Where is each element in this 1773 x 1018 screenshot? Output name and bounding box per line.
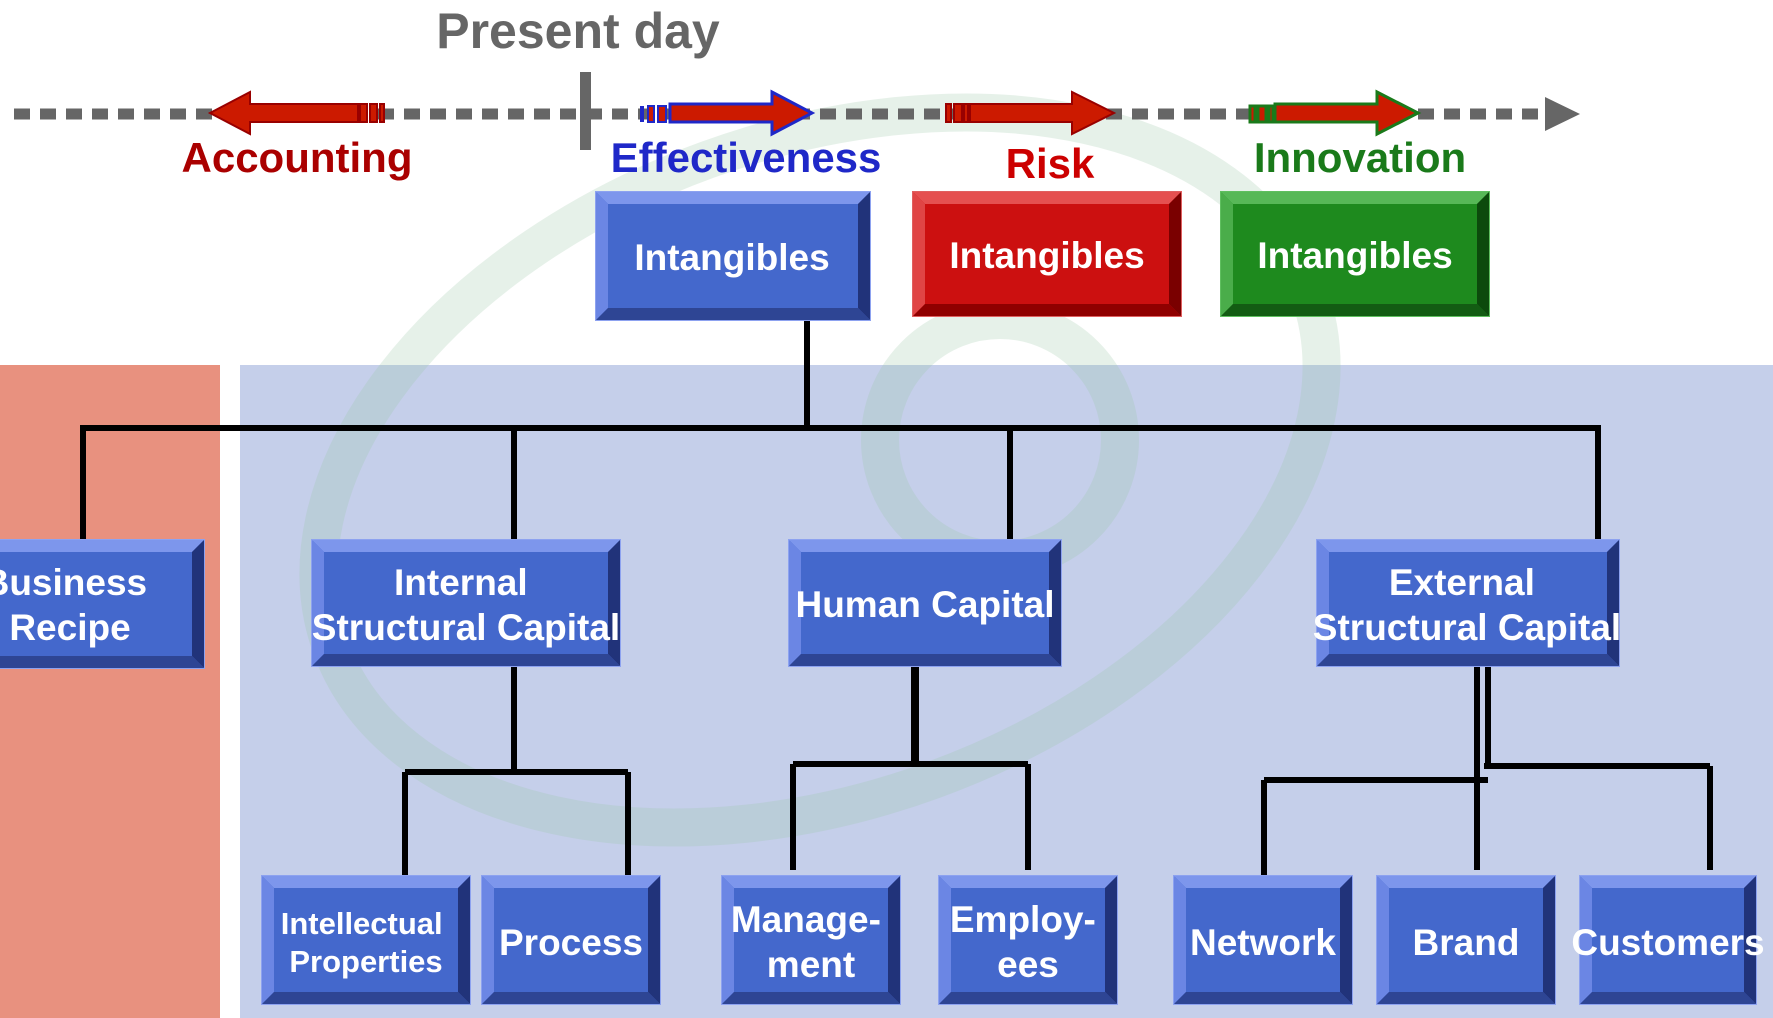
management-box[interactable]: Manage- ment bbox=[721, 875, 901, 1005]
intangibles-blue-box[interactable]: Intangibles bbox=[595, 191, 871, 321]
intangibles-blue-label: Intangibles bbox=[634, 237, 829, 278]
intangibles-green-label: Intangibles bbox=[1257, 235, 1452, 276]
human-capital-label: Human Capital bbox=[795, 584, 1054, 625]
human-capital-box[interactable]: Human Capital bbox=[788, 539, 1062, 667]
employees-label: Employ- ees bbox=[950, 899, 1106, 985]
present-day-marker bbox=[580, 72, 591, 150]
business-recipe-box[interactable]: Business Recipe bbox=[0, 539, 205, 669]
intangibles-green-box[interactable]: Intangibles bbox=[1220, 191, 1490, 317]
innovation-arrow-icon bbox=[1248, 89, 1422, 137]
customers-box[interactable]: Customers bbox=[1571, 875, 1765, 1005]
intangibles-red-box[interactable]: Intangibles bbox=[912, 191, 1182, 317]
network-label: Network bbox=[1190, 922, 1336, 963]
label-innovation: Innovation bbox=[1254, 134, 1466, 181]
accounting-arrow-icon bbox=[207, 90, 385, 136]
intellectual-properties-box[interactable]: Intellectual Properties bbox=[261, 875, 471, 1005]
management-line2: ment bbox=[767, 944, 855, 985]
internal-structural-capital-box[interactable]: Internal Structural Capital bbox=[311, 539, 621, 667]
external-structural-line2: Structural Capital bbox=[1313, 607, 1621, 648]
intangibles-red-label: Intangibles bbox=[949, 235, 1144, 276]
customers-label: Customers bbox=[1571, 922, 1764, 963]
management-line1: Manage- bbox=[731, 899, 881, 940]
network-box[interactable]: Network bbox=[1173, 875, 1353, 1005]
label-risk: Risk bbox=[1006, 140, 1095, 187]
process-box[interactable]: Process bbox=[481, 875, 661, 1005]
business-recipe-label: Business Recipe bbox=[0, 562, 157, 648]
business-recipe-line1: Business bbox=[0, 562, 147, 603]
employees-line2: ees bbox=[997, 944, 1059, 985]
label-effectiveness: Effectiveness bbox=[611, 134, 882, 181]
intellectual-properties-line1: Intellectual bbox=[281, 906, 443, 941]
timeline-arrowhead-icon bbox=[1545, 97, 1580, 131]
business-recipe-line2: Recipe bbox=[9, 607, 130, 648]
process-label: Process bbox=[499, 922, 643, 963]
external-structural-capital-label: External Structural Capital bbox=[1313, 562, 1621, 648]
internal-structural-line2: Structural Capital bbox=[312, 607, 620, 648]
intellectual-properties-line2: Properties bbox=[289, 944, 442, 979]
internal-structural-capital-label: Internal Structural Capital bbox=[312, 562, 620, 648]
brand-label: Brand bbox=[1413, 922, 1520, 963]
external-structural-capital-box[interactable]: External Structural Capital bbox=[1313, 539, 1621, 667]
internal-structural-line1: Internal bbox=[394, 562, 528, 603]
management-label: Manage- ment bbox=[731, 899, 891, 985]
external-structural-line1: External bbox=[1389, 562, 1535, 603]
label-accounting: Accounting bbox=[182, 134, 413, 181]
employees-line1: Employ- bbox=[950, 899, 1096, 940]
left-red-panel bbox=[0, 365, 220, 1018]
brand-box[interactable]: Brand bbox=[1376, 875, 1556, 1005]
tree-connectors bbox=[80, 318, 1713, 884]
page-title: Present day bbox=[436, 3, 720, 59]
effectiveness-arrow-icon bbox=[640, 89, 816, 137]
risk-arrow-icon bbox=[945, 90, 1117, 136]
intellectual-properties-label: Intellectual Properties bbox=[281, 906, 452, 979]
employees-box[interactable]: Employ- ees bbox=[938, 875, 1118, 1005]
